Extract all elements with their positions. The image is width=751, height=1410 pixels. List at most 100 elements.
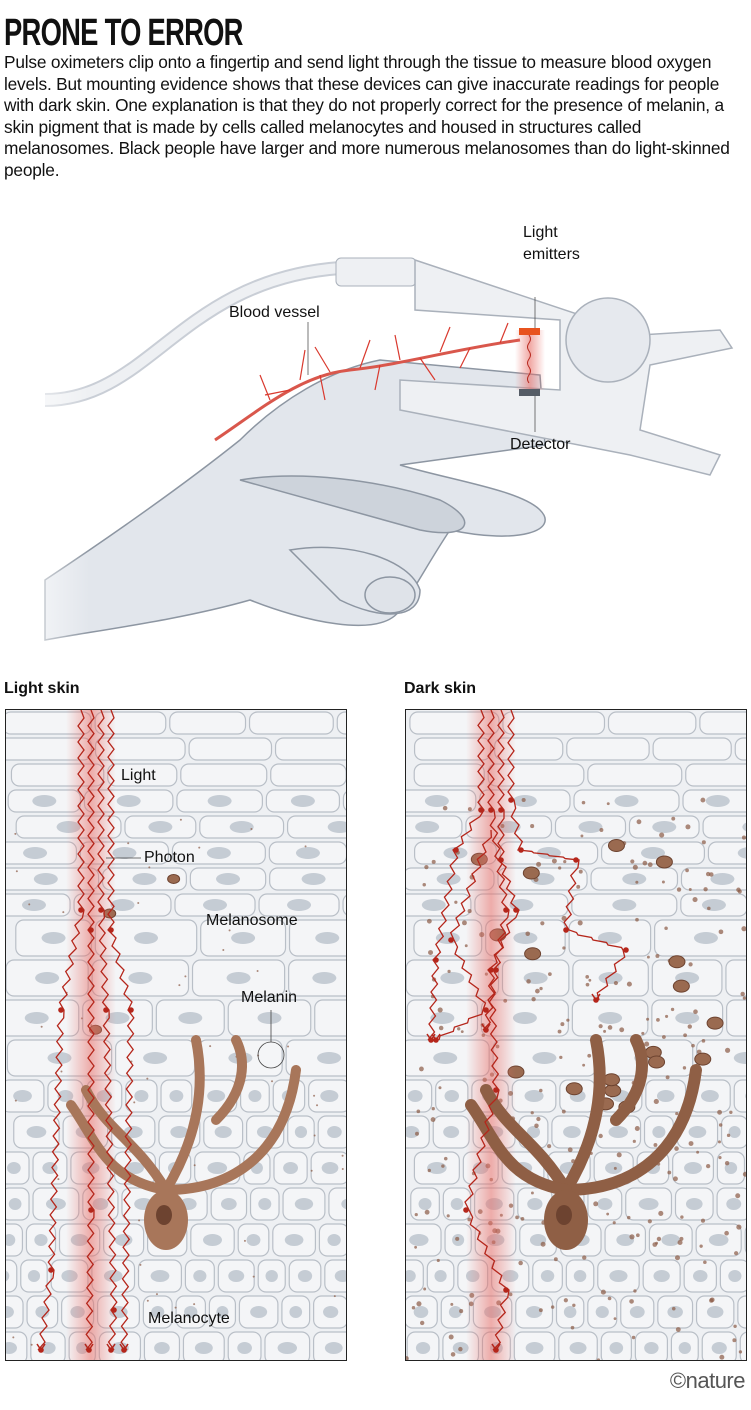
nucleus bbox=[578, 821, 603, 833]
melanin-dot bbox=[341, 1167, 344, 1170]
melanin-dot bbox=[460, 1030, 464, 1034]
melanin-dot bbox=[438, 1086, 442, 1090]
melanin-dot bbox=[12, 1336, 15, 1339]
nucleus bbox=[532, 1052, 557, 1064]
melanin-dot bbox=[57, 1178, 60, 1181]
arrow-icon bbox=[491, 1343, 501, 1352]
melanin-dot bbox=[518, 1260, 523, 1266]
melanin-dot bbox=[683, 1033, 687, 1038]
melanosome bbox=[602, 1073, 620, 1087]
melanin-dot bbox=[557, 1029, 562, 1034]
melanin-dot bbox=[178, 984, 181, 987]
melanin-dot bbox=[598, 1133, 603, 1139]
melanin-dot bbox=[646, 955, 650, 959]
melanin-dot bbox=[243, 1239, 246, 1242]
melanin-dot bbox=[559, 1055, 563, 1060]
melanin-dot bbox=[630, 859, 635, 864]
nucleus bbox=[128, 972, 153, 984]
melanin-dot bbox=[737, 889, 742, 894]
melanin-dot bbox=[558, 866, 562, 870]
nucleus bbox=[250, 1306, 268, 1318]
melanin-dot bbox=[585, 982, 590, 987]
melanin-dot bbox=[688, 1141, 694, 1146]
melanin-dot bbox=[664, 926, 668, 931]
nucleus bbox=[114, 1234, 133, 1246]
melanin-dot bbox=[641, 1031, 645, 1035]
melanin-dot bbox=[696, 1150, 700, 1154]
label-melanosome: Melanosome bbox=[206, 912, 298, 929]
nucleus bbox=[317, 1052, 342, 1064]
melanin-dot bbox=[424, 864, 429, 870]
nucleus bbox=[540, 1270, 555, 1282]
melanin-dot bbox=[667, 1170, 672, 1175]
melanin-dot bbox=[613, 1166, 617, 1170]
melanin-dot bbox=[596, 1358, 601, 1360]
nucleus bbox=[283, 1162, 299, 1174]
skin-cell bbox=[342, 895, 346, 915]
label-photon: Photon bbox=[144, 849, 195, 866]
nucleus bbox=[184, 1306, 198, 1318]
arrow-icon bbox=[84, 1343, 94, 1352]
skin-cell bbox=[726, 999, 746, 1037]
nucleus bbox=[612, 899, 637, 911]
melanin-dot bbox=[304, 845, 307, 848]
melanin-dot bbox=[28, 903, 31, 906]
nucleus bbox=[644, 1342, 659, 1354]
melanin-dot bbox=[733, 1324, 737, 1329]
melanin-dot bbox=[724, 1230, 729, 1236]
nucleus bbox=[444, 1090, 460, 1102]
melanin-dot bbox=[674, 1255, 680, 1261]
nucleus bbox=[112, 847, 137, 859]
melanosome bbox=[648, 1055, 666, 1069]
melanin-dot bbox=[644, 1041, 650, 1047]
melanin-dot bbox=[414, 1245, 418, 1249]
arrow-icon bbox=[431, 1033, 441, 1042]
melanin-dot bbox=[646, 1017, 650, 1021]
nucleus bbox=[678, 1342, 691, 1354]
melanin-dot bbox=[700, 1218, 706, 1223]
skin-cell bbox=[286, 815, 346, 839]
skin-cell bbox=[6, 1259, 18, 1293]
melanin-dot bbox=[719, 1354, 725, 1360]
nucleus bbox=[24, 1012, 49, 1024]
nucleus bbox=[226, 972, 251, 984]
melanin-dot bbox=[703, 887, 708, 892]
photon-dot bbox=[623, 947, 629, 953]
photon-path bbox=[464, 710, 520, 1351]
melanin-dot bbox=[685, 824, 691, 830]
melanin-dot bbox=[437, 1007, 443, 1013]
intro-paragraph: Pulse oximeters clip onto a fingertip an… bbox=[4, 52, 730, 180]
nucleus bbox=[652, 821, 677, 833]
nucleus bbox=[705, 795, 730, 807]
skin-cell bbox=[685, 763, 746, 787]
melanin-dot bbox=[310, 1169, 313, 1172]
nucleus bbox=[148, 821, 173, 833]
melanin-dot bbox=[732, 1338, 737, 1343]
melanin-dot bbox=[521, 797, 526, 803]
nucleus bbox=[6, 1270, 10, 1282]
melanin-dot bbox=[593, 1201, 599, 1207]
melanin-dot bbox=[656, 1236, 662, 1242]
photon-path bbox=[482, 710, 510, 1031]
melanin-dot bbox=[313, 1094, 316, 1097]
nucleus bbox=[443, 1126, 460, 1138]
nucleus bbox=[706, 1306, 724, 1318]
nucleus bbox=[675, 1012, 700, 1024]
melanin-dot bbox=[539, 986, 543, 991]
nucleus bbox=[47, 1052, 72, 1064]
melanin-dot bbox=[526, 979, 531, 984]
nucleus bbox=[257, 1012, 282, 1024]
nucleus bbox=[598, 1012, 623, 1024]
skin-cell bbox=[607, 711, 697, 735]
melanosome bbox=[524, 947, 542, 961]
nucleus bbox=[629, 1306, 645, 1318]
nucleus bbox=[700, 1090, 719, 1102]
nucleus bbox=[289, 1306, 303, 1318]
skin-cell bbox=[342, 791, 346, 811]
melanin-dot bbox=[252, 1275, 255, 1278]
nucleus bbox=[134, 1090, 149, 1102]
melanin-dot bbox=[613, 980, 618, 986]
skin-cell bbox=[285, 1039, 346, 1077]
melanin-dot bbox=[60, 1070, 63, 1073]
nucleus bbox=[513, 932, 538, 944]
